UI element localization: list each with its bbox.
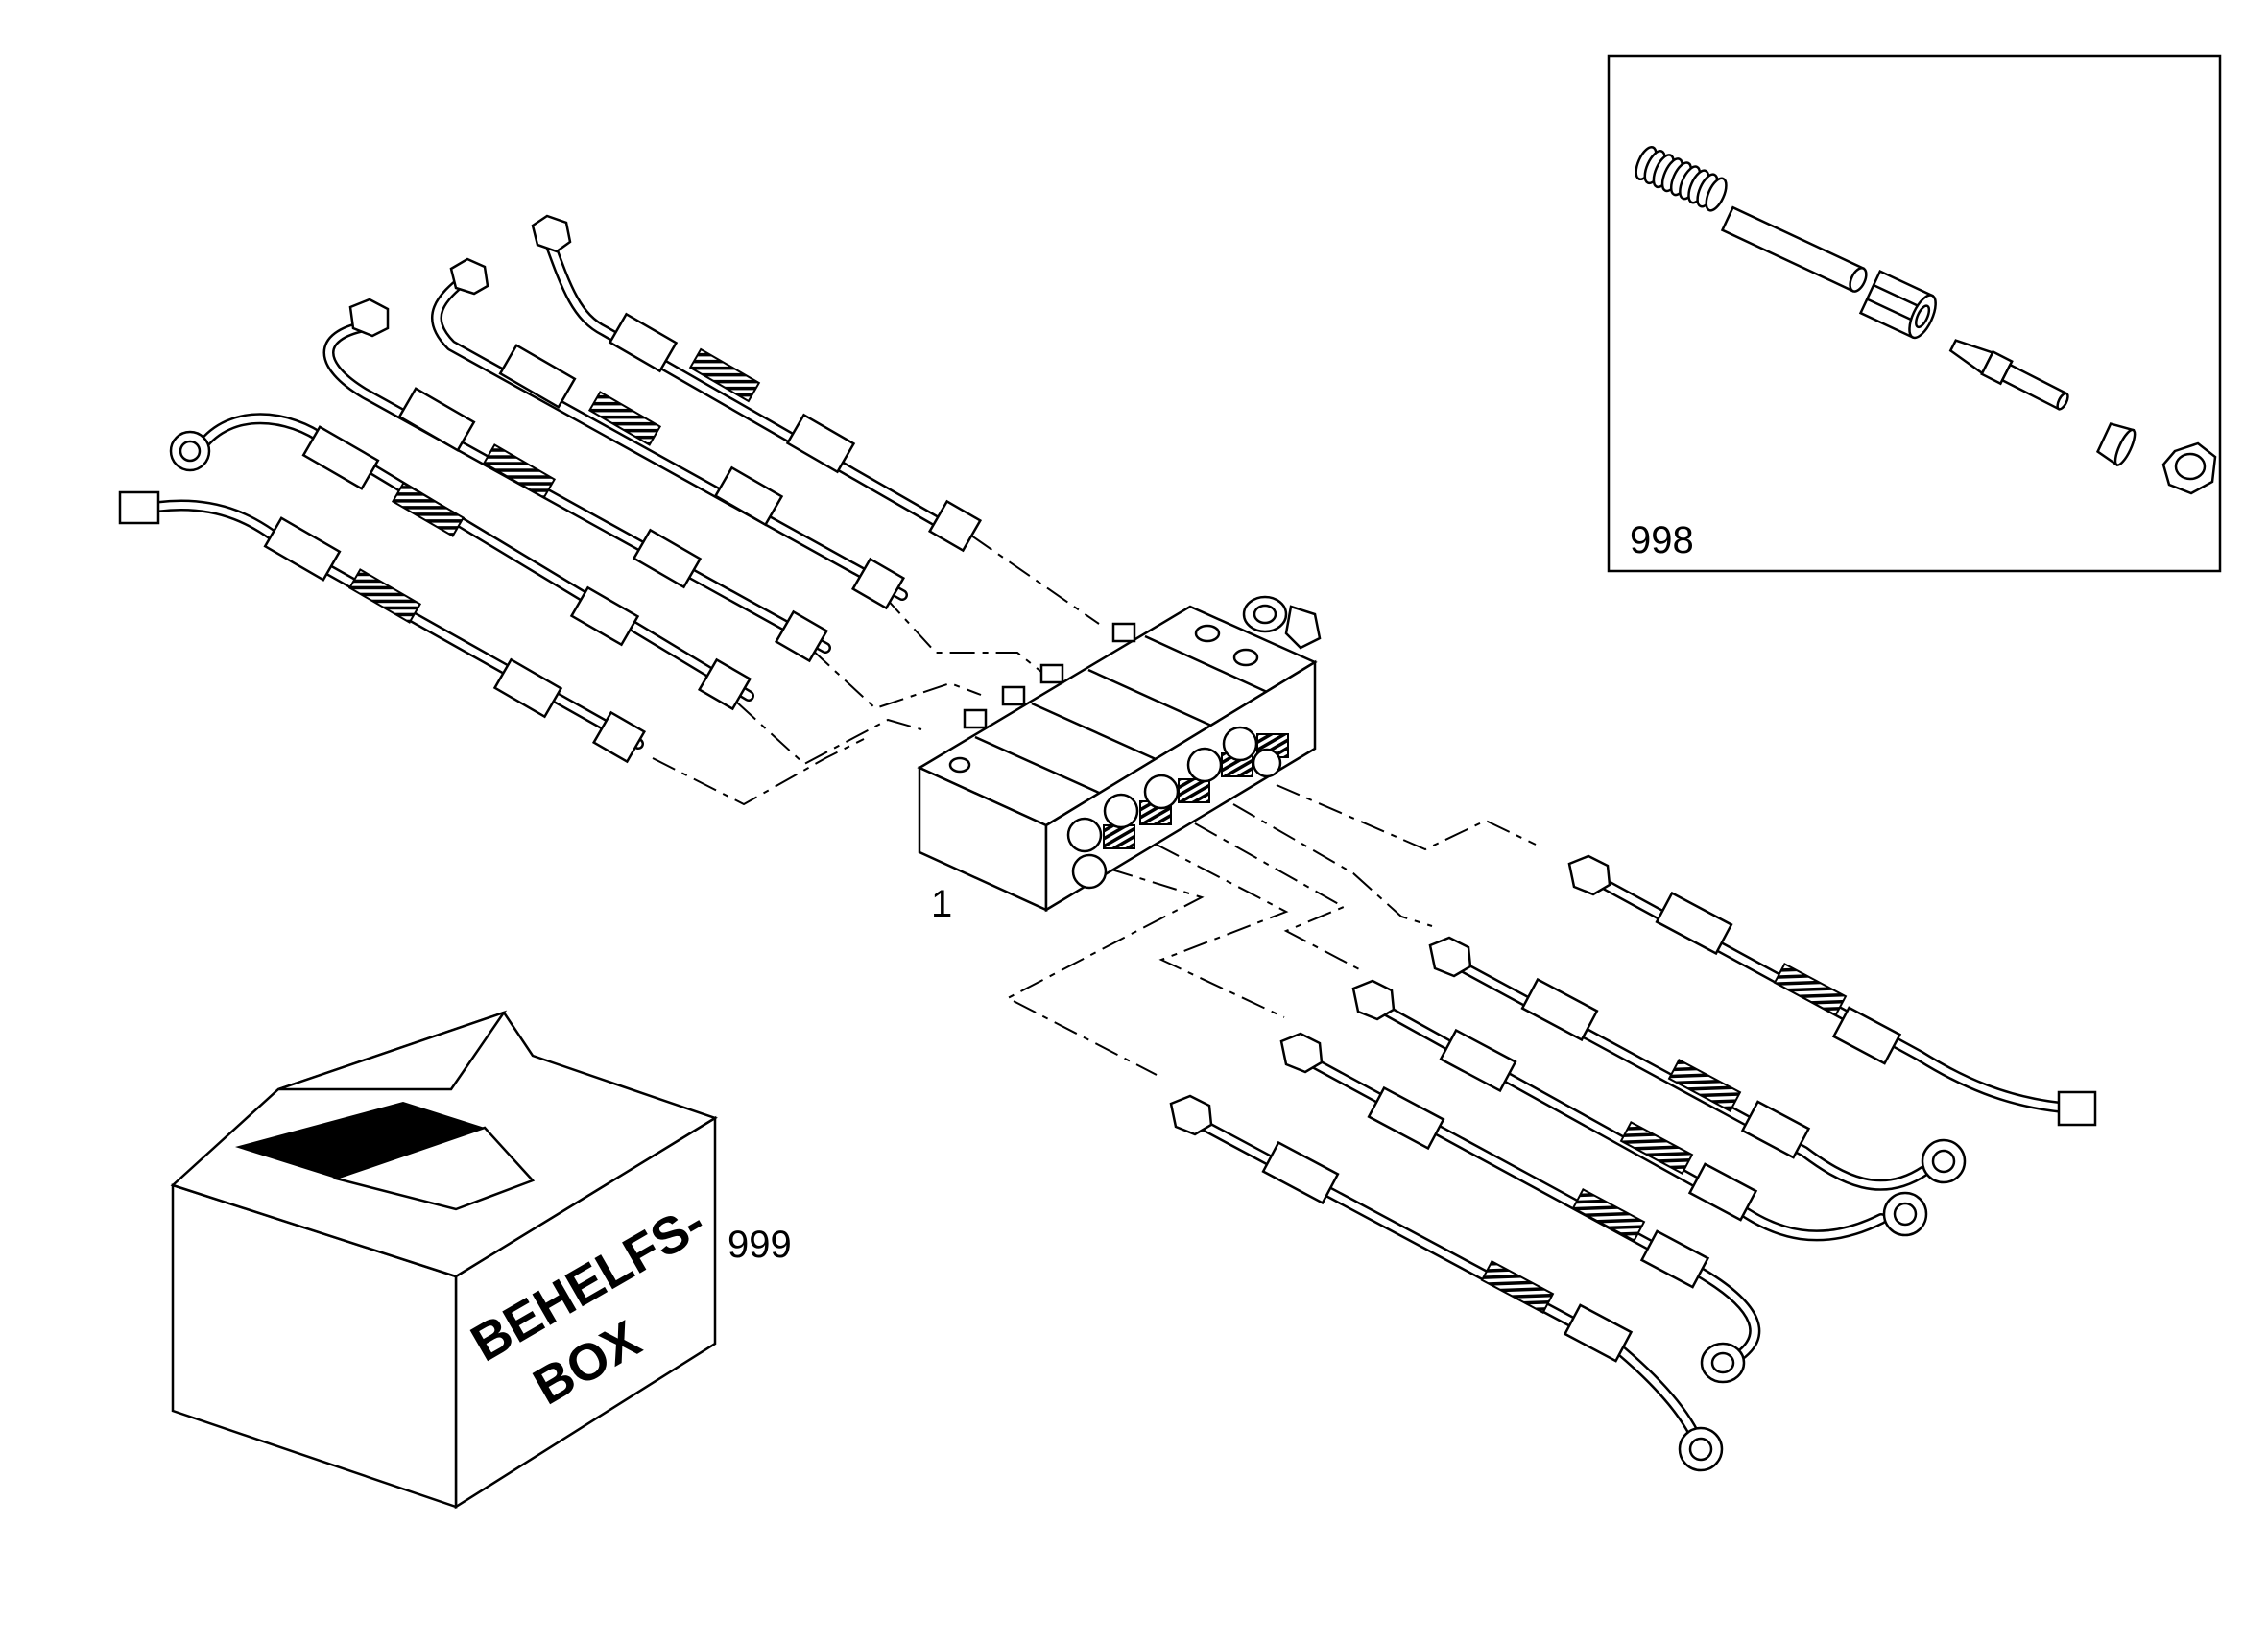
banjo-fitting-icon [1242, 595, 1322, 650]
label-998: 998 [1630, 519, 1694, 561]
label-999: 999 [728, 1224, 792, 1266]
cone-ring-icon [2095, 422, 2137, 467]
pipe-assembly [118, 490, 647, 764]
pipe-group-left [118, 214, 983, 764]
rod-icon [1720, 205, 1868, 293]
label-1: 1 [931, 883, 952, 925]
pipe-assembly [1567, 854, 2097, 1127]
leader-lines [652, 535, 1537, 1076]
pipe-group-right [1169, 854, 2097, 1472]
pipe-assembly [1279, 1032, 1761, 1384]
hex-nut-icon [2161, 441, 2217, 495]
union-nut-icon [1858, 269, 1937, 340]
front-fittings [1066, 726, 1289, 890]
pipe-assembly [1351, 979, 1928, 1242]
pipe-assembly [1428, 936, 1967, 1191]
pipe-assembly [322, 298, 831, 663]
inset-frame-998: 998 [1607, 54, 2222, 573]
nipple-icon [1948, 339, 2069, 411]
distributor-block: 1 [917, 595, 1322, 925]
pipe-assembly [1169, 1094, 1724, 1472]
cardboard-box-999: BEHELFS- BOX 999 [170, 1010, 792, 1510]
pipe-assembly [531, 214, 983, 553]
pipe-assembly [430, 257, 908, 610]
spring-icon [1635, 145, 1728, 212]
pipe-assembly [169, 413, 754, 711]
